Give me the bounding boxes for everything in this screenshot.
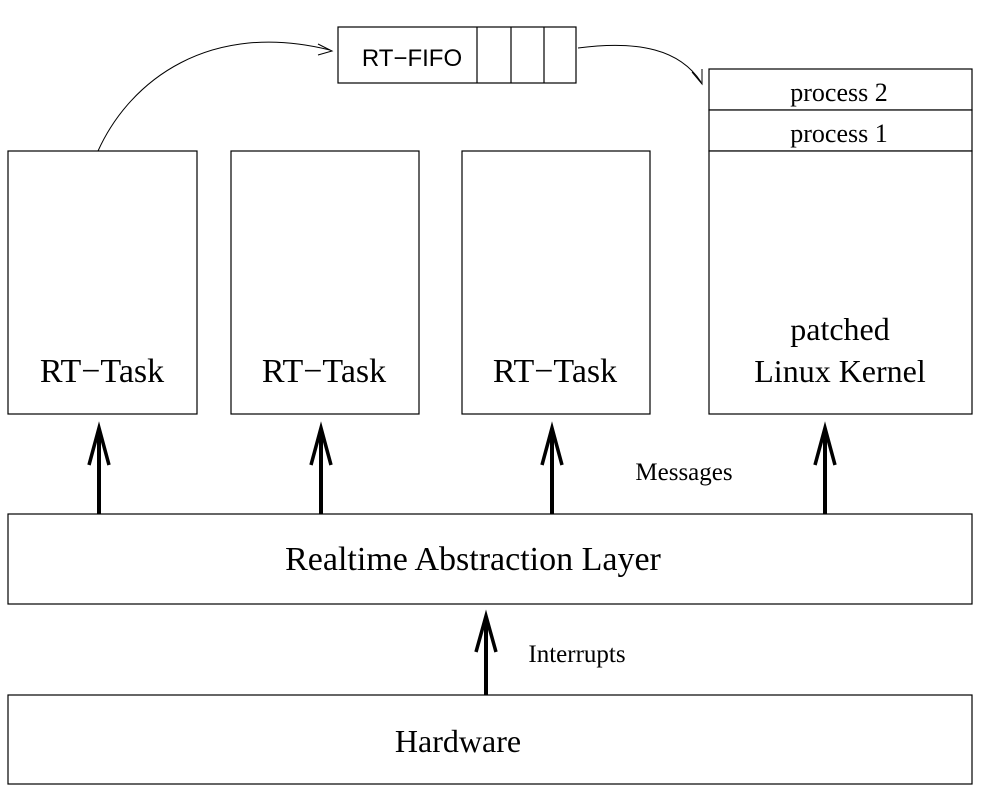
hardware-label: Hardware (395, 723, 521, 759)
process-label: process 2 (790, 78, 887, 107)
abstraction-layer-box (7, 513, 973, 605)
process-box (708, 68, 973, 111)
kernel-label-line1: patched (790, 311, 890, 347)
rt-fifo: RT−FIFO (337, 26, 577, 84)
fifo-flow (97, 41, 703, 152)
fifo-to-process-curve (577, 44, 702, 83)
upward-arrow (309, 421, 333, 514)
rt-task-box (7, 150, 198, 415)
rt-fifo-box (337, 26, 577, 84)
rt-task-box (461, 150, 651, 415)
process-label: process 1 (790, 119, 887, 148)
process-box (708, 109, 973, 152)
rt-task-label: RT−Task (40, 353, 164, 390)
hardware-box (7, 694, 973, 785)
upward-arrow (87, 421, 111, 514)
rt-task-box (230, 150, 420, 415)
task-to-fifo-curve (97, 41, 331, 152)
messages-label: Messages (635, 459, 732, 486)
kernel-box (708, 150, 973, 415)
kernel-label-line2: Linux Kernel (754, 353, 926, 389)
interrupts-label: Interrupts (528, 641, 625, 668)
arrow-head (813, 421, 837, 466)
realtime-abstraction-layer: Realtime Abstraction Layer (7, 513, 973, 605)
fifo-to-process-arrowhead (691, 69, 703, 86)
hardware-layer: Hardware (7, 694, 973, 785)
rt-task: RT−Task (7, 150, 198, 415)
upward-arrow (540, 421, 564, 514)
rt-task-label: RT−Task (493, 353, 617, 390)
arrow-head (309, 421, 333, 466)
arrow-head (474, 609, 498, 653)
interrupts-arrow (474, 609, 498, 695)
rt-task: RT−Task (461, 150, 651, 415)
task-to-fifo-arrowhead (317, 43, 334, 56)
linux-kernel: process 2 process 1 patched Linux Kernel (708, 68, 973, 415)
rt-task-label: RT−Task (262, 353, 386, 390)
upward-arrow (813, 421, 837, 514)
arrow-head (87, 421, 111, 466)
rt-fifo-label: RT−FIFO (362, 45, 462, 72)
arrow-head (540, 421, 564, 466)
abstraction-layer-label: Realtime Abstraction Layer (285, 541, 661, 578)
rt-task: RT−Task (230, 150, 420, 415)
